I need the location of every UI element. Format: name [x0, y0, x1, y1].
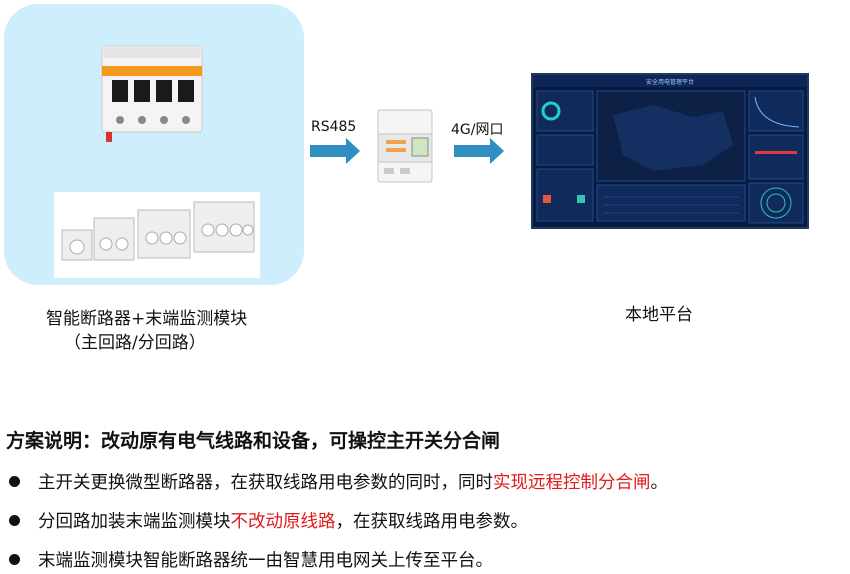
bullet-item-3: 末端监测模块智能断路器统一由智慧用电网关上传至平台。 — [6, 547, 493, 572]
bullet-item-2: 分回路加装末端监测模块不改动原线路，在获取线路用电参数。 — [6, 508, 528, 533]
bullet-item-1: 主开关更换微型断路器，在获取线路用电参数的同时，同时实现远程控制分合闸。 — [6, 469, 668, 494]
monitoring-modules-photo — [54, 192, 260, 278]
bullet-text: 主开关更换微型断路器，在获取线路用电参数的同时，同时 — [38, 473, 493, 493]
bullet-text: 分回路加装末端监测模块 — [38, 512, 231, 532]
bullet-dot-icon — [9, 515, 20, 526]
bullet-highlight: 实现远程控制分合闸 — [493, 473, 651, 493]
bullet-text: 末端监测模块智能断路器统一由智慧用电网关上传至平台。 — [38, 551, 493, 571]
bullet-text-end: 。 — [650, 473, 669, 493]
right-arrow-icon — [310, 138, 360, 164]
4g-network-label: 4G/网口 — [451, 122, 504, 138]
platform-title: 安全用电管理平台 — [646, 78, 694, 86]
solution-heading: 方案说明：改动原有电气线路和设备，可操控主开关分合闸 — [6, 430, 501, 452]
monitoring-modules-image — [61, 201, 255, 261]
right-arrow-icon — [454, 138, 504, 164]
bullet-text-end: ，在获取线路用电参数。 — [335, 512, 529, 532]
bullet-dot-icon — [9, 476, 20, 487]
bullet-highlight: 不改动原线路 — [230, 512, 336, 532]
gateway-device-image — [377, 109, 433, 183]
circuit-breaker-image — [101, 45, 203, 142]
rs485-label: RS485 — [311, 119, 357, 135]
bullet-dot-icon — [9, 554, 20, 565]
platform-dashboard-screenshot: 安全用电管理平台 — [531, 73, 809, 229]
left-caption-line1: 智能断路器+末端监测模块 — [46, 309, 248, 329]
dashboard-graphic: 安全用电管理平台 — [533, 75, 807, 224]
left-caption-line2: （主回路/分回路） — [64, 333, 206, 353]
right-caption: 本地平台 — [625, 305, 693, 325]
